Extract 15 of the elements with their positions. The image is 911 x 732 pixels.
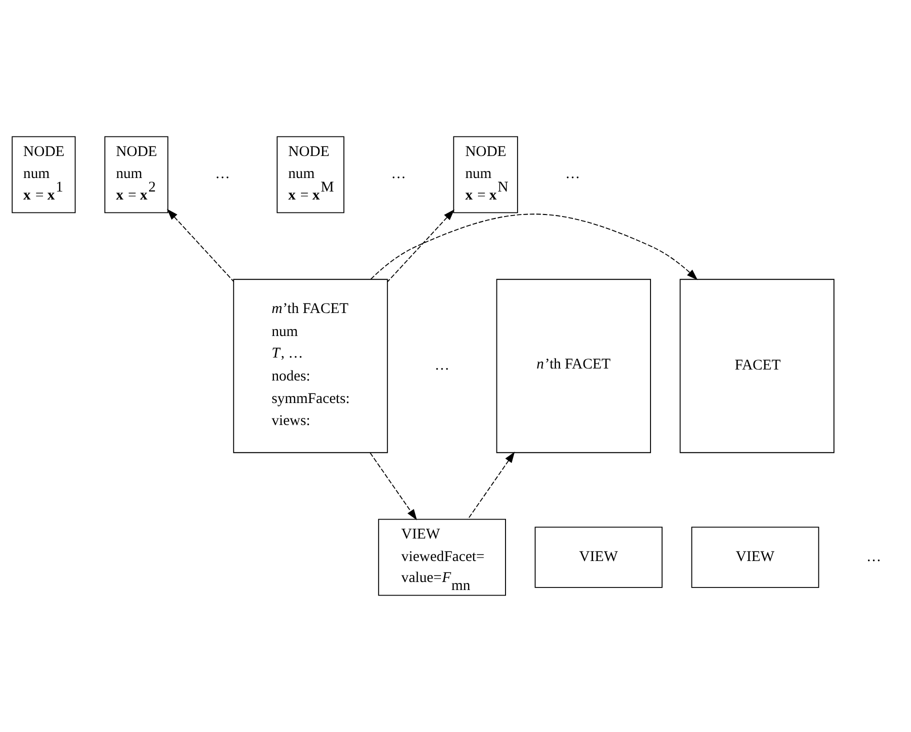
label: …	[866, 548, 882, 565]
label: …	[434, 358, 450, 374]
node-box: FACET	[680, 278, 834, 454]
node-box: m’th FACET num T, … nodes: symmFacets: views:	[233, 278, 388, 454]
label: …	[391, 166, 406, 182]
arrow	[370, 214, 698, 280]
arrow	[387, 209, 454, 282]
arrow	[467, 452, 515, 520]
label: …	[215, 166, 230, 182]
label: …	[565, 166, 580, 182]
node-box: VIEW	[534, 526, 663, 588]
node-box: n’th FACET	[496, 278, 651, 454]
arrow	[166, 208, 234, 282]
node-box: VIEW	[691, 526, 820, 588]
arrow	[370, 452, 417, 520]
